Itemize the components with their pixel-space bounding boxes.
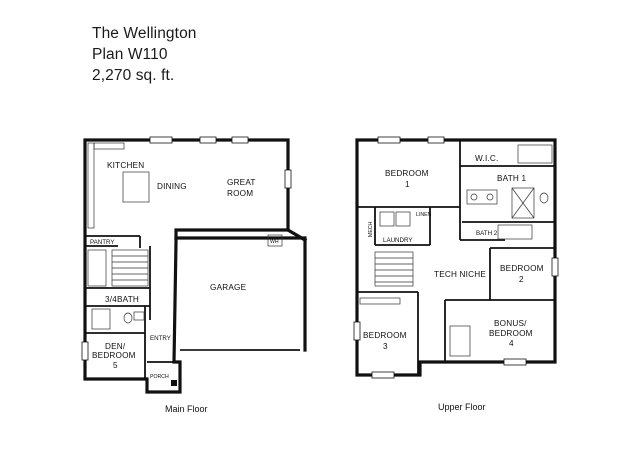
room-kitchen: KITCHEN (107, 161, 144, 170)
room-mech: MECH (368, 221, 374, 237)
room-great-room-line1: GREAT (227, 178, 256, 187)
room-bedroom3-line1: BEDROOM (363, 331, 407, 340)
room-great-room-line2: ROOM (227, 189, 253, 198)
room-bedroom1-line1: BEDROOM (385, 169, 429, 178)
room-bonus-line1: BONUS/ (494, 319, 527, 328)
room-wh: WH (270, 239, 279, 245)
caption-main-floor: Main Floor (165, 404, 208, 414)
room-bedroom1-line2: 1 (405, 180, 410, 189)
room-den-line3: 5 (113, 361, 118, 370)
room-laundry: LAUNDRY (383, 237, 412, 244)
room-porch: PORCH (150, 374, 169, 380)
room-bedroom2-line1: BEDROOM (500, 264, 544, 273)
room-bonus-line2: BEDROOM (489, 329, 533, 338)
room-tech-niche: TECH NICHE (434, 270, 486, 279)
room-garage: GARAGE (210, 283, 247, 292)
plan-title-block: The Wellington Plan W110 2,270 sq. ft. (92, 23, 197, 86)
plan-area: 2,270 sq. ft. (92, 67, 175, 84)
room-linen: LINEN (416, 212, 432, 218)
room-bath2: BATH 2 (476, 230, 498, 237)
room-wic: W.I.C. (475, 154, 499, 163)
upper-floor-plan (353, 136, 559, 379)
plan-name: The Wellington (92, 25, 197, 42)
caption-upper-floor: Upper Floor (438, 402, 486, 412)
room-pantry: PANTRY (90, 239, 115, 246)
room-bedroom2-line2: 2 (519, 275, 524, 284)
room-den-line2: BEDROOM (92, 351, 136, 360)
plan-code: Plan W110 (92, 46, 168, 63)
room-bedroom3-line2: 3 (383, 342, 388, 351)
main-floor-plan (81, 136, 308, 394)
room-entry: ENTRY (150, 335, 171, 342)
room-bath1: BATH 1 (497, 174, 527, 183)
room-den-line1: DEN/ (105, 342, 126, 351)
room-dining: DINING (157, 182, 187, 191)
room-bonus-line3: 4 (509, 339, 514, 348)
room-three-quarter-bath: 3/4BATH (105, 295, 139, 304)
